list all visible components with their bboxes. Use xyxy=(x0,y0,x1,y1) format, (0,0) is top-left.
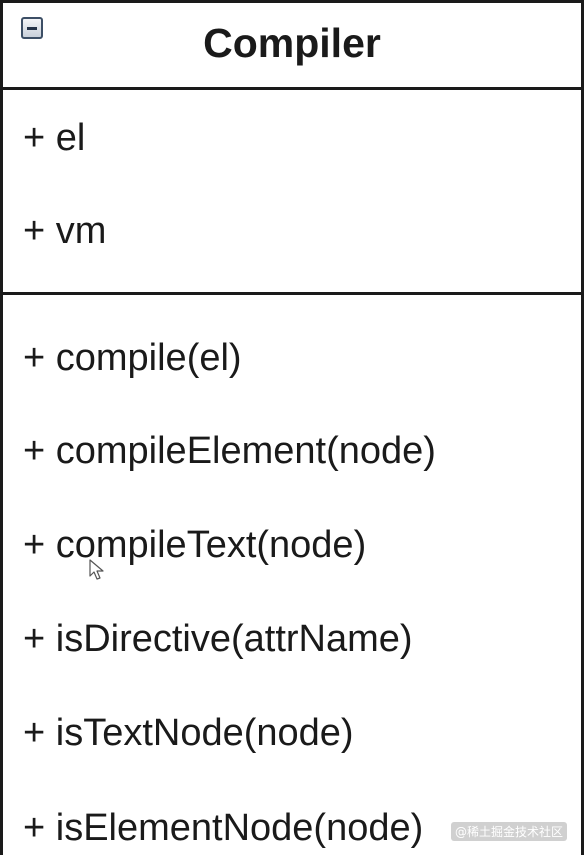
minus-box-icon[interactable] xyxy=(21,17,43,39)
method-is-element-node: + isElementNode(node) xyxy=(23,807,424,849)
class-header: Compiler xyxy=(3,3,581,90)
method-is-text-node: + isTextNode(node) xyxy=(23,712,354,754)
class-name: Compiler xyxy=(203,20,381,66)
mouse-pointer-icon xyxy=(89,559,104,580)
watermark: @稀土掘金技术社区 xyxy=(450,822,567,841)
attribute-el: + el xyxy=(23,117,86,159)
method-compile-text: + compileText(node) xyxy=(23,524,367,566)
method-is-directive: + isDirective(attrName) xyxy=(23,618,413,660)
method-compile: + compile(el) xyxy=(23,337,242,379)
attribute-vm: + vm xyxy=(23,210,107,252)
method-compile-element: + compileElement(node) xyxy=(23,430,436,472)
attributes-compartment: + el + vm xyxy=(3,90,581,295)
methods-compartment: + compile(el) + compileElement(node) + c… xyxy=(3,295,581,858)
